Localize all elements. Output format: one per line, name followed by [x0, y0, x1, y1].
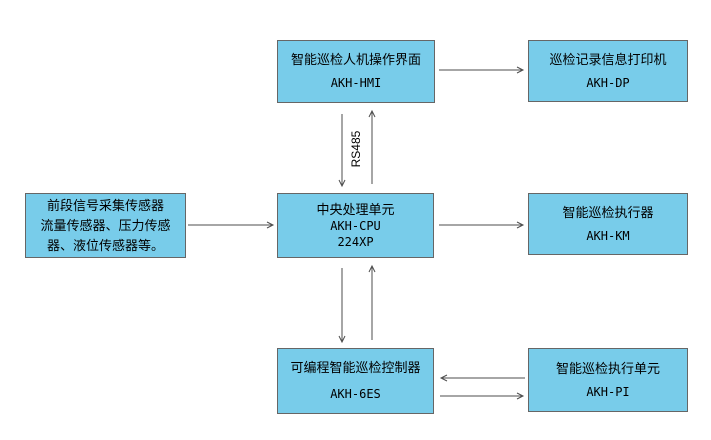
node-cpu: 中央处理单元 AKH-CPU 224XP [277, 193, 434, 258]
node-plc-model: AKH-6ES [330, 387, 381, 401]
node-printer-model: AKH-DP [586, 75, 630, 90]
node-front-sensors: 前段信号采集传感器 流量传感器、压力传感 器、液位传感器等。 [25, 193, 186, 258]
node-execution-model: AKH-PI [586, 384, 630, 399]
node-sensors-line1: 前段信号采集传感器 [46, 197, 164, 213]
node-printer-title: 巡检记录信息打印机 [549, 51, 667, 67]
node-printer: 巡检记录信息打印机 AKH-DP [528, 40, 688, 102]
node-hmi-operation-interface: 智能巡检人机操作界面 AKH-HMI [277, 40, 435, 103]
node-execution-title: 智能巡检执行单元 [555, 360, 660, 376]
node-programmable-controller: 可编程智能巡检控制器 AKH-6ES [277, 348, 434, 414]
node-hmi-model: AKH-HMI [330, 76, 382, 90]
node-actuator: 智能巡检执行器 AKH-KM [528, 193, 688, 255]
node-hmi-title: 智能巡检人机操作界面 [290, 52, 421, 67]
node-plc-title: 可编程智能巡检控制器 [290, 360, 421, 375]
node-cpu-model: AKH-CPU [330, 218, 381, 233]
node-cpu-series: 224XP [337, 234, 374, 249]
node-actuator-model: AKH-KM [586, 228, 630, 243]
rs485-bus-label: RS485 [349, 130, 363, 168]
node-execution-unit: 智能巡检执行单元 AKH-PI [528, 348, 688, 412]
node-actuator-title: 智能巡检执行器 [562, 204, 654, 220]
node-cpu-title: 中央处理单元 [316, 201, 395, 217]
node-sensors-line3: 器、液位传感器等。 [46, 237, 164, 253]
node-sensors-line2: 流量传感器、压力传感 [40, 217, 171, 233]
